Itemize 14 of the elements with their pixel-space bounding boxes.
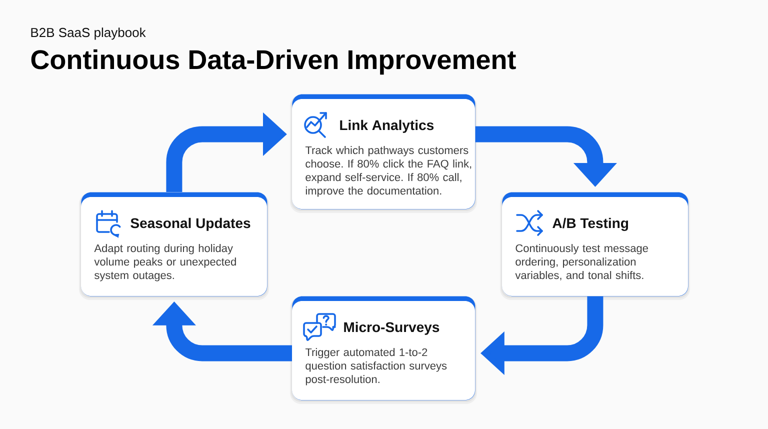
- card-title: Micro-Surveys: [344, 322, 440, 335]
- card-title: Link Analytics: [340, 120, 434, 133]
- card-text: Continuously test message ordering, personalization variables, and tonal shifts.: [515, 244, 648, 280]
- card-title: Seasonal Updates: [130, 218, 250, 231]
- card-text: Trigger automated 1-to-2 question satisfaction surveys post-resolution.: [305, 348, 447, 386]
- card-text: Adapt routing during holiday volume peaks or unexpected system outages.: [94, 244, 236, 282]
- kicker-text: B2B SaaS playbook: [31, 28, 146, 40]
- step-card: [290, 296, 477, 404]
- card-text: Track which pathways customers choose. If 80% click the FAQ link, expand self-service. If 80% call, improve the documentation.: [305, 146, 472, 197]
- step-card: [290, 94, 477, 213]
- step-card: [79, 192, 269, 300]
- step-card: [500, 192, 690, 300]
- card-title: A/B Testing: [552, 218, 628, 231]
- title: Continuous Data-Driven Improvement: [31, 49, 516, 75]
